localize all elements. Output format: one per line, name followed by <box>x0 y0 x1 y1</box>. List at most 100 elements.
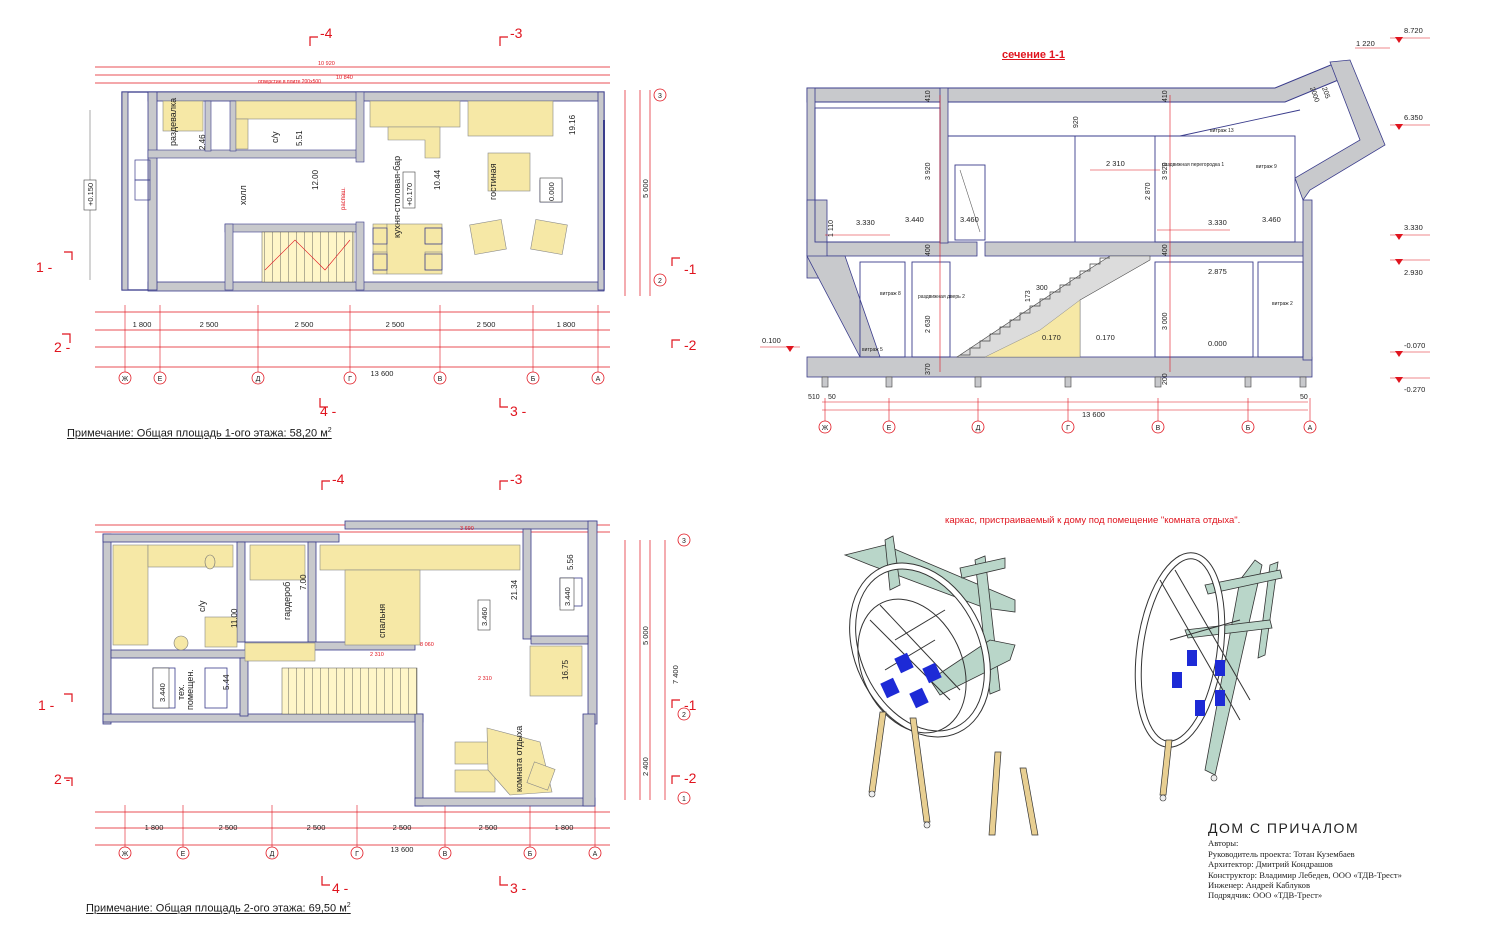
author-line-4: Инженер: Андрей Каблуков <box>1208 880 1310 891</box>
plan1-span-4: 2 500 <box>386 320 405 329</box>
plan2-axis-b: Б <box>528 851 533 858</box>
plan1-level-left: +0.150 <box>86 183 95 206</box>
section-axis-a: А <box>1308 425 1313 432</box>
plan2-cut-4-bottom: 4 - <box>332 880 349 896</box>
plan1-span-5: 2 500 <box>477 320 496 329</box>
author-line-2: Архитектор: Дмитрий Кондрашов <box>1208 859 1333 870</box>
plan1-cut-1-right: -1 <box>684 261 697 277</box>
room-tech-2: помещен. <box>185 669 195 710</box>
section-dim-300: 300 <box>1036 285 1048 292</box>
plan2-dim-2400: 2 400 <box>641 757 650 776</box>
plan1-top-dim-b: 10 840 <box>336 75 353 81</box>
section-dim-2310: 2 310 <box>1106 159 1125 168</box>
room-hall: холл <box>238 185 248 205</box>
plan2-span-1: 1 800 <box>145 823 164 832</box>
section-dim-173: 173 <box>1025 290 1032 302</box>
plan2-cut-4-top: -4 <box>332 471 345 487</box>
section-axis-g: Г <box>1066 425 1070 432</box>
section-lvl-b: 3.440 <box>905 215 924 224</box>
section-dim-920: 920 <box>1073 116 1080 128</box>
section-mark-m0070: -0.070 <box>1404 341 1425 350</box>
section-tag-v8: витраж 8 <box>880 291 901 297</box>
section-dim-400a: 400 <box>925 244 932 256</box>
plan2-inner-dim-3: 2 310 <box>478 676 492 682</box>
authors-heading: Авторы: <box>1208 838 1239 849</box>
plan1-axis-g: Г <box>348 376 352 383</box>
section-axis-e: Е <box>887 425 892 432</box>
plan2-cut-1-left: 1 - <box>38 697 55 713</box>
section-dim-1220: 1 220 <box>1356 39 1375 48</box>
section-lvl-i: 0.100 <box>762 336 781 345</box>
frame-sketch-left <box>843 535 1039 836</box>
plan2-level-tech: 3.440 <box>158 683 167 702</box>
plan2-span-3: 2 500 <box>307 823 326 832</box>
plan1-note-sup: 2 <box>327 427 332 434</box>
section-mark-6350: 6.350 <box>1404 113 1423 122</box>
plan2-axis-zh: Ж <box>122 851 129 858</box>
section-tag-partition: раздвижная перегородка 1 <box>1162 162 1224 168</box>
section-axis-b: Б <box>1246 425 1251 432</box>
plan2-axis-1: 1 <box>682 796 686 803</box>
plan1-hole-label: отверстие в плите 200х500 <box>258 79 321 85</box>
author-line-3: Конструктор: Владимир Лебедев, ООО «ТДВ-… <box>1208 869 1402 880</box>
plan1-cut-2-left: 2 - <box>54 339 71 355</box>
plan2-inner-dim-2: 2 310 <box>370 652 384 658</box>
section-dim-1110: 1 110 <box>828 220 835 237</box>
plan2-span-2: 2 500 <box>219 823 238 832</box>
plan1-dim-lines <box>95 66 651 368</box>
section-mark-m0270: -0.270 <box>1404 385 1425 394</box>
section-tag-v2: витраж 2 <box>1272 301 1293 307</box>
section-dim-50a: 50 <box>828 394 836 401</box>
plan1-axis-zh: Ж <box>122 376 129 383</box>
plan2-axis-3: 3 <box>682 538 686 545</box>
plan2-inner-dim-1: 8 060 <box>420 642 434 648</box>
plan2-note-text: Примечание: Общая площадь 2-ого этажа: 6… <box>86 902 347 915</box>
plan1-cut-4-top: -4 <box>320 25 333 41</box>
author-line-1: Руководитель проекта: Тотан Кузембаев <box>1208 848 1355 859</box>
plan1-axis-e: Е <box>158 376 163 383</box>
plan2-cut-2-left: 2 - <box>54 771 71 787</box>
section-dim-400b: 400 <box>1162 244 1169 256</box>
area-tech: 5.44 <box>222 674 231 690</box>
section-lvl-f: 0.170 <box>1042 333 1061 342</box>
plan1-height: 5 000 <box>641 179 650 198</box>
plan2-span-4: 2 500 <box>393 823 412 832</box>
room-rest: комната отдыха <box>514 726 524 792</box>
plan2-axis-g: Г <box>355 851 359 858</box>
section-mark-3330: 3.330 <box>1404 223 1423 232</box>
area-wc-1: 5.51 <box>295 130 304 146</box>
frame-caption: каркас, пристраиваемый к дому под помеще… <box>945 515 1241 526</box>
section-dim-2000: 2000 <box>1308 86 1320 103</box>
section-tag-door: раздвижная дверь 2 <box>918 294 965 300</box>
title-block: ДОМ С ПРИЧАЛОМ Авторы: Руководитель прое… <box>1208 821 1478 901</box>
section-tag-v13: витраж 13 <box>1210 128 1234 134</box>
frame-sketch-right <box>1134 552 1283 802</box>
section-lvl-h: 0.000 <box>1208 339 1227 348</box>
plan1-span-3: 2 500 <box>295 320 314 329</box>
plan2-dim-5000: 5 000 <box>641 626 650 645</box>
plan2-cut-3-top: -3 <box>510 471 523 487</box>
area-dressing: 2.46 <box>198 134 207 150</box>
plan1-note-text: Примечание: Общая площадь 1-ого этажа: 5… <box>67 427 328 440</box>
section-lvl-j: 2.875 <box>1208 267 1227 276</box>
section-dim-2630: 2 630 <box>925 315 932 333</box>
area-wc-2: 11.00 <box>230 608 239 628</box>
section-dim-510: 510 <box>808 394 820 401</box>
section-dim-410a: 410 <box>925 90 932 102</box>
section-mark-8720: 8.720 <box>1404 26 1423 35</box>
plan1-note: Примечание: Общая площадь 1-ого этажа: 5… <box>67 427 332 440</box>
room-kitchen: кухня-столовая-бар <box>392 156 402 238</box>
section-lvl-c: 3.460 <box>960 215 979 224</box>
plan1-axis-v: В <box>438 376 443 383</box>
area-wardrobe: 7.00 <box>299 574 308 590</box>
floor-plan-1: +0.150 +0.170 0.000 раздевалка с/у холл … <box>36 25 697 419</box>
section-dim-50b: 50 <box>1300 394 1308 401</box>
plan2-span-5: 2 500 <box>479 823 498 832</box>
plan2-top-dim: 3 690 <box>460 526 474 532</box>
room-living: гостиная <box>488 163 498 200</box>
room-bedroom: спальня <box>377 604 387 638</box>
plan1-cut-1-left: 1 - <box>36 259 53 275</box>
area-kitchen: 10.44 <box>433 169 442 190</box>
room-wc-1: с/у <box>270 131 280 143</box>
